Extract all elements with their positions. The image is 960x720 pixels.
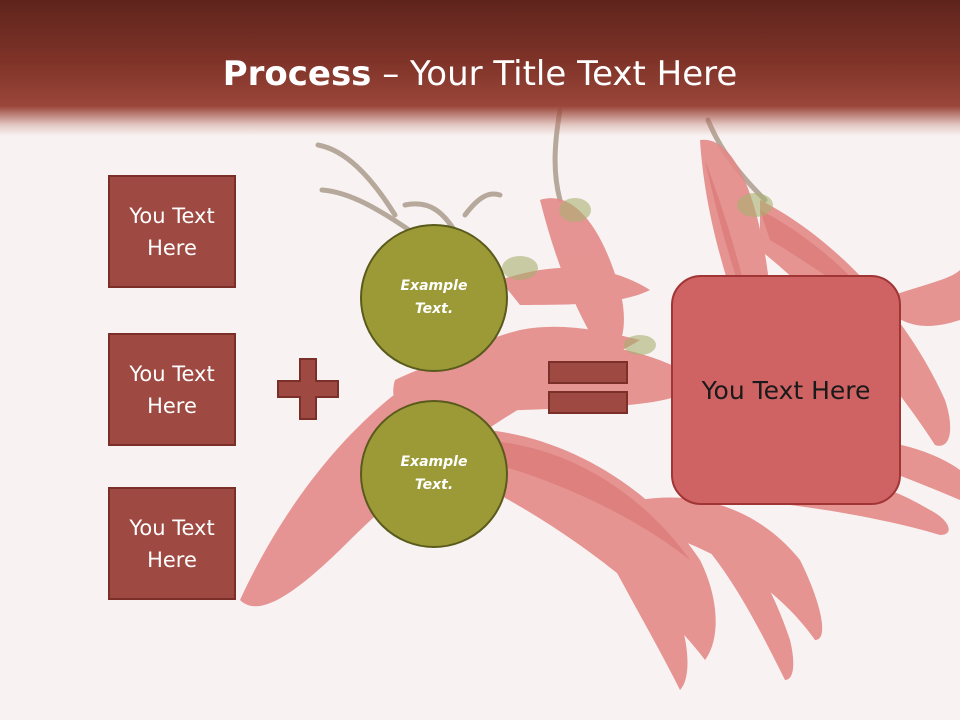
example-circle-1[interactable]: Example Text. xyxy=(360,224,508,372)
example-circle-2[interactable]: Example Text. xyxy=(360,400,508,548)
example-circle-label: Example Text. xyxy=(400,454,468,493)
process-box-1[interactable]: You Text Here xyxy=(108,175,236,288)
process-box-label: You Text Here xyxy=(129,203,215,260)
slide-title[interactable]: Process – Your Title Text Here xyxy=(0,52,960,96)
title-rest-text: – Your Title Text Here xyxy=(371,54,738,94)
result-box[interactable]: You Text Here xyxy=(671,275,901,505)
process-box-2[interactable]: You Text Here xyxy=(108,333,236,446)
equals-icon[interactable] xyxy=(548,361,630,417)
process-box-label: You Text Here xyxy=(129,515,215,572)
plus-icon[interactable] xyxy=(276,357,340,421)
process-box-3[interactable]: You Text Here xyxy=(108,487,236,600)
title-bar xyxy=(0,0,960,136)
result-box-label: You Text Here xyxy=(701,375,871,405)
process-box-label: You Text Here xyxy=(129,361,215,418)
title-bold-text: Process xyxy=(222,54,372,94)
example-circle-label: Example Text. xyxy=(400,278,468,317)
